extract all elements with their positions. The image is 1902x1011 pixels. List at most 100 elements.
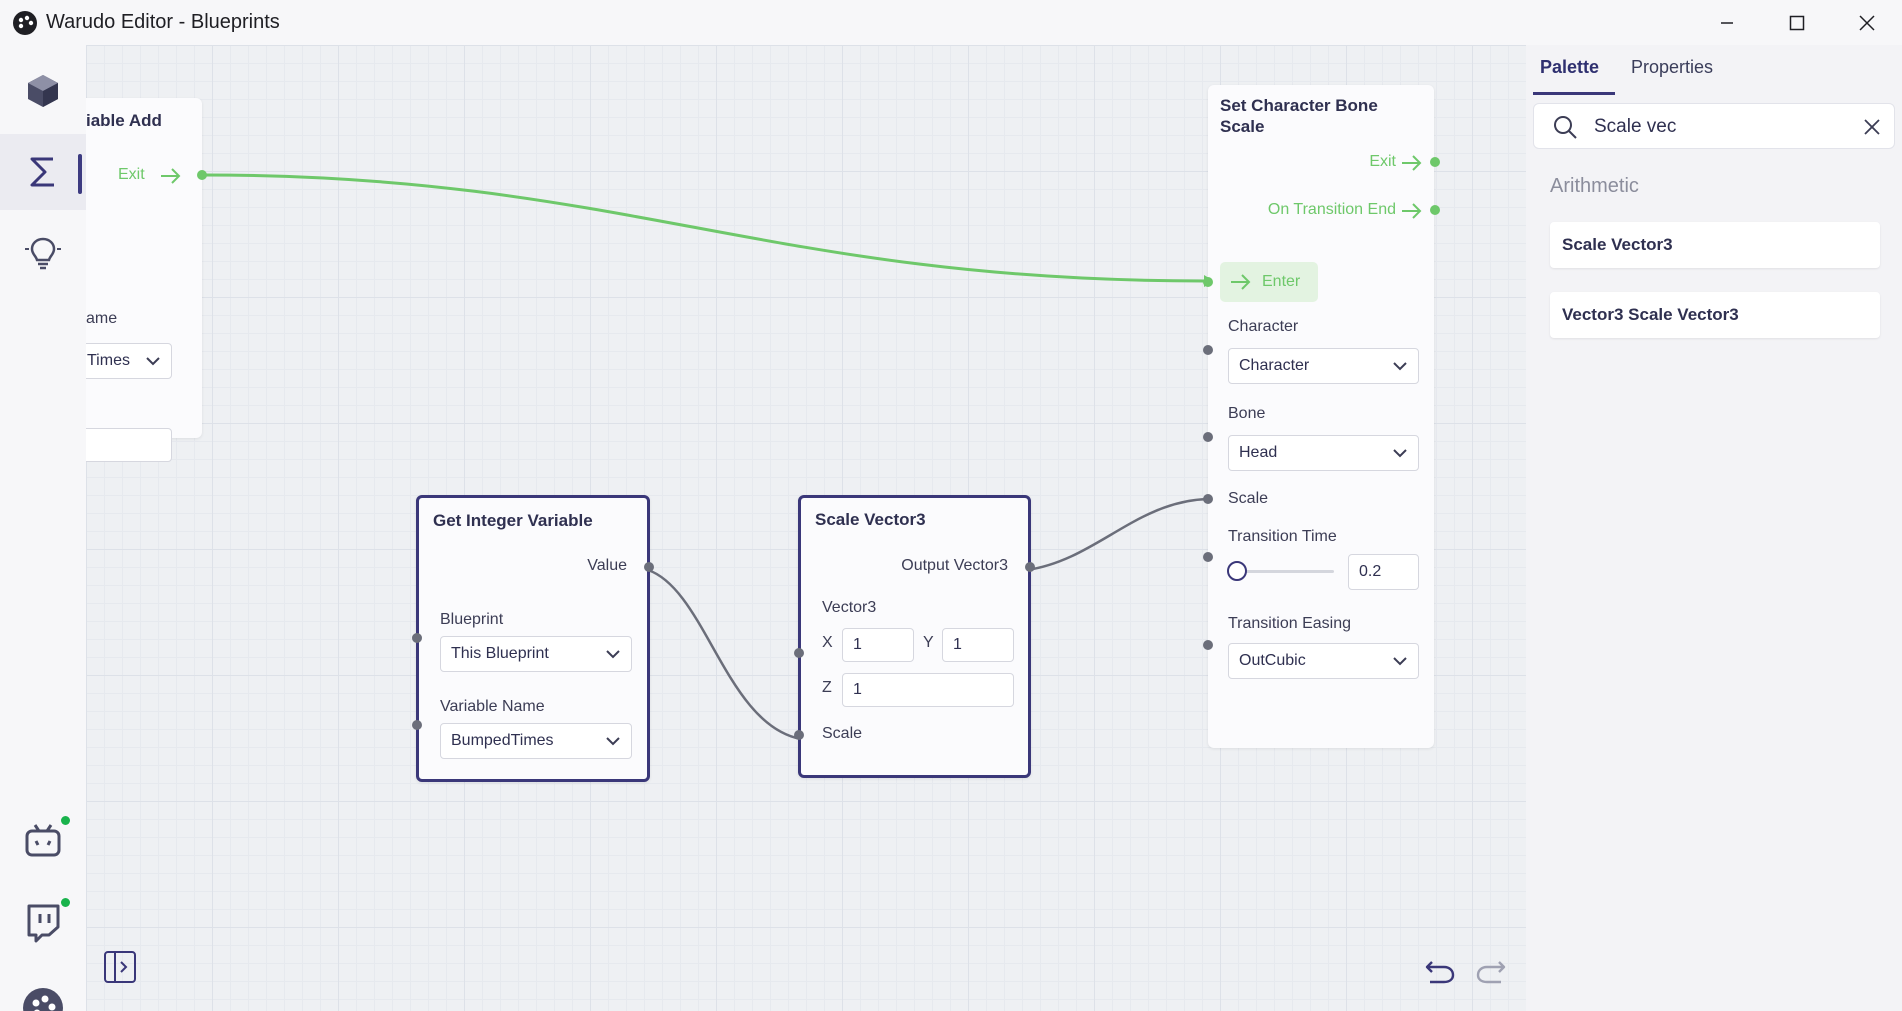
rail-twitch-button[interactable] bbox=[0, 885, 86, 961]
transition-time-slider[interactable] bbox=[1234, 570, 1334, 573]
scale-vector3-node[interactable]: Scale Vector3 Output Vector3 Vector3 X 1… bbox=[794, 495, 1035, 778]
bone-input-port[interactable] bbox=[1203, 432, 1213, 442]
enter-input[interactable]: Enter bbox=[1220, 262, 1318, 302]
transition-easing-input-port[interactable] bbox=[1203, 640, 1213, 650]
chevron-down-icon bbox=[1393, 449, 1407, 458]
get-integer-variable-node[interactable]: Get Integer Variable Value Blueprint Thi… bbox=[412, 495, 654, 782]
collapse-panel-icon bbox=[104, 951, 136, 983]
vector3-label: Vector3 bbox=[822, 599, 877, 616]
variable-name-input-port[interactable] bbox=[412, 720, 422, 730]
node-title: Get Integer Variable bbox=[433, 511, 593, 530]
dropdown-value: This Blueprint bbox=[451, 645, 549, 662]
blueprint-dropdown[interactable]: This Blueprint bbox=[440, 636, 632, 672]
exit-label: Exit bbox=[118, 166, 145, 183]
tab-palette[interactable]: Palette bbox=[1540, 57, 1600, 77]
dropdown-value: BumpedTimes bbox=[451, 732, 554, 749]
toggle-panel-button[interactable] bbox=[100, 947, 140, 987]
variable-name-dropdown[interactable]: Times bbox=[86, 343, 172, 379]
undo-button[interactable] bbox=[1422, 953, 1458, 989]
y-field[interactable]: 1 bbox=[942, 628, 1014, 662]
chevron-down-icon bbox=[606, 650, 620, 659]
clear-icon[interactable] bbox=[1864, 119, 1880, 135]
chevron-down-icon bbox=[1393, 362, 1407, 371]
x-field[interactable]: 1 bbox=[842, 628, 914, 662]
active-tab-underline bbox=[1533, 92, 1615, 95]
arrow-right-icon bbox=[1231, 274, 1251, 290]
chevron-down-icon bbox=[1393, 657, 1407, 666]
arrow-right-icon bbox=[1402, 155, 1422, 171]
blueprint-input-port[interactable] bbox=[412, 633, 422, 643]
palette-item-vector3-scale-vector3[interactable]: Vector3 Scale Vector3 bbox=[1550, 292, 1880, 338]
bone-label: Bone bbox=[1228, 405, 1266, 422]
character-input-port[interactable] bbox=[1203, 345, 1213, 355]
dropdown-value: Times bbox=[87, 352, 130, 369]
variable-name-label: Variable Name bbox=[440, 698, 545, 715]
left-rail bbox=[0, 45, 86, 1011]
app-logo-icon bbox=[13, 10, 37, 35]
rail-warudo-button[interactable] bbox=[0, 970, 86, 1011]
redo-icon bbox=[1476, 961, 1506, 984]
enter-label: Enter bbox=[1262, 273, 1301, 290]
value-output-port[interactable] bbox=[644, 562, 654, 572]
maximize-icon bbox=[1789, 15, 1805, 30]
transition-time-label: Transition Time bbox=[1228, 528, 1337, 545]
output-vector3-port[interactable] bbox=[1025, 562, 1035, 572]
lightbulb-icon bbox=[25, 237, 61, 270]
transition-easing-label: Transition Easing bbox=[1228, 615, 1352, 632]
maximize-button[interactable] bbox=[1762, 0, 1832, 45]
rail-ideas-button[interactable] bbox=[0, 215, 86, 291]
close-icon bbox=[1859, 14, 1875, 31]
blueprint-canvas[interactable]: iable Add Exit ame Times Get Integer Var… bbox=[86, 45, 1526, 1011]
variable-name-dropdown[interactable]: BumpedTimes bbox=[440, 723, 632, 759]
palette-item-scale-vector3[interactable]: Scale Vector3 bbox=[1550, 222, 1880, 268]
transition-time-slider-knob[interactable] bbox=[1227, 561, 1247, 581]
scale-input-port[interactable] bbox=[794, 730, 804, 740]
output-vector3-label: Output Vector3 bbox=[901, 557, 1008, 574]
redo-button[interactable] bbox=[1473, 953, 1509, 989]
status-online-dot bbox=[61, 816, 70, 825]
scale-label: Scale bbox=[1228, 490, 1269, 507]
node-title: Set Character Bone Scale bbox=[1220, 96, 1378, 136]
title-bar: Warudo Editor - Blueprints bbox=[0, 0, 1902, 45]
search-input[interactable]: Scale vec bbox=[1594, 116, 1677, 137]
rail-scene-button[interactable] bbox=[0, 53, 86, 129]
close-button[interactable] bbox=[1832, 0, 1902, 45]
chevron-down-icon bbox=[146, 357, 160, 366]
z-field[interactable]: 1 bbox=[842, 673, 1014, 707]
node-title: iable Add bbox=[86, 111, 162, 130]
vector3-input-port[interactable] bbox=[794, 648, 804, 658]
active-indicator bbox=[78, 154, 82, 194]
tab-properties[interactable]: Properties bbox=[1631, 57, 1714, 77]
transition-end-label: On Transition End bbox=[1267, 201, 1396, 218]
transition-easing-dropdown[interactable]: OutCubic bbox=[1228, 643, 1419, 679]
exit-port[interactable] bbox=[197, 170, 207, 180]
panel-tabs: Palette Properties bbox=[1526, 45, 1902, 95]
minimize-button[interactable] bbox=[1692, 0, 1762, 45]
enter-port[interactable] bbox=[1203, 277, 1213, 287]
node-title: Scale Vector3 bbox=[815, 510, 926, 529]
partial-node[interactable]: iable Add Exit ame Times bbox=[86, 98, 207, 462]
data-wire-output-scale bbox=[1026, 497, 1209, 572]
palette-search[interactable]: Scale vec bbox=[1533, 103, 1895, 149]
bilibili-icon bbox=[25, 824, 61, 857]
flow-wire bbox=[203, 173, 1205, 283]
scale-label: Scale bbox=[822, 725, 863, 742]
blueprint-label: Blueprint bbox=[440, 611, 504, 628]
exit-label: Exit bbox=[1369, 153, 1396, 170]
status-online-dot bbox=[61, 898, 70, 907]
rail-bilibili-button[interactable] bbox=[0, 803, 86, 879]
rail-blueprints-button[interactable] bbox=[0, 134, 86, 210]
sigma-icon bbox=[30, 157, 54, 187]
set-character-bone-scale-node[interactable]: Set Character Bone Scale Exit On Transit… bbox=[1203, 85, 1440, 748]
transition-time-input-port[interactable] bbox=[1203, 552, 1213, 562]
transition-time-field[interactable]: 0.2 bbox=[1348, 554, 1419, 590]
scale-input-port[interactable] bbox=[1203, 494, 1213, 504]
transition-end-port[interactable] bbox=[1430, 205, 1440, 215]
exit-port[interactable] bbox=[1430, 157, 1440, 167]
value-output-label: Value bbox=[587, 557, 627, 574]
x-value: 1 bbox=[853, 636, 862, 653]
bone-dropdown[interactable]: Head bbox=[1228, 435, 1419, 471]
character-dropdown[interactable]: Character bbox=[1228, 348, 1419, 384]
twitch-icon bbox=[27, 904, 60, 943]
partial-textbox[interactable] bbox=[86, 428, 172, 462]
